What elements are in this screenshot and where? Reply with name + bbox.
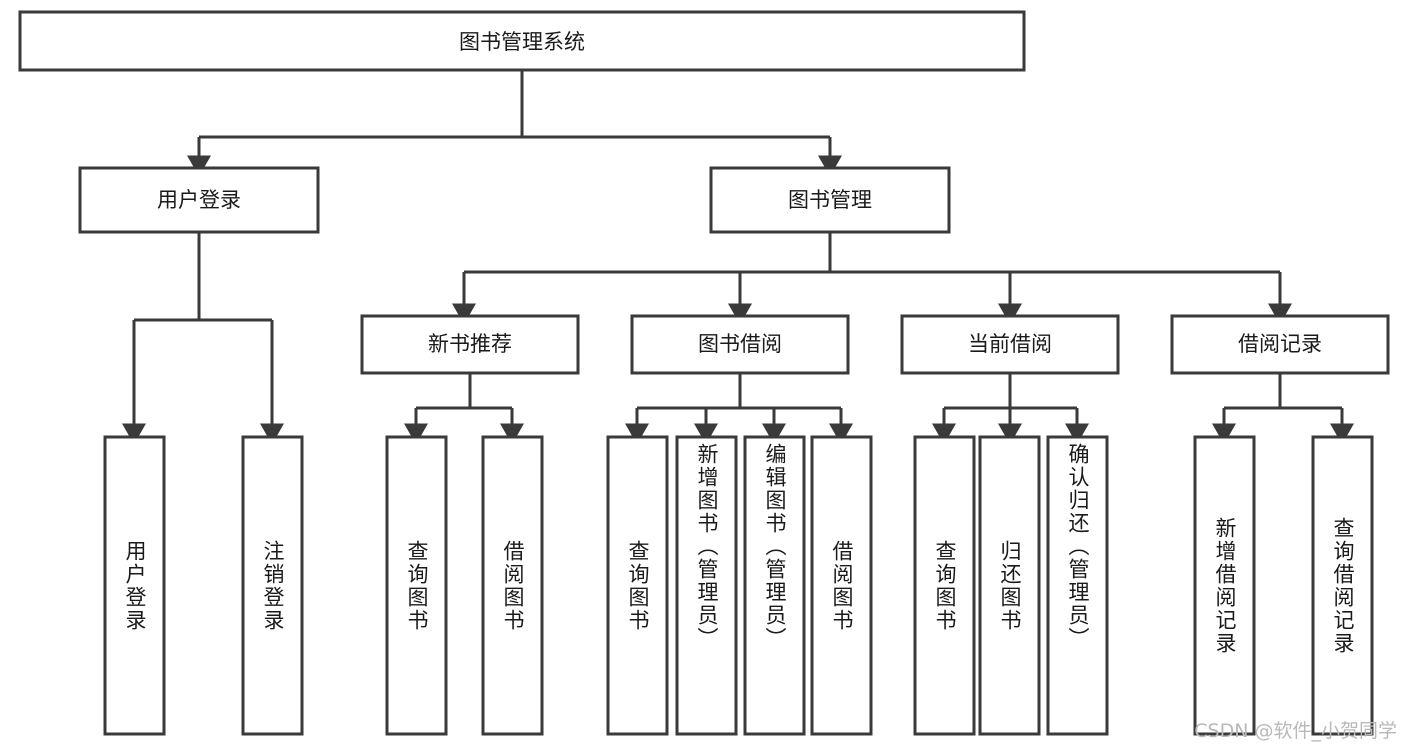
node-new-book-recommend-label: 新书推荐 — [428, 332, 512, 356]
leaf-box-user-login-2[interactable] — [241, 435, 304, 736]
leaf-box-current-borrow-1[interactable] — [913, 435, 976, 736]
node-user-login-label: 用户登录 — [157, 188, 241, 212]
csdn-watermark: CSDN @软件_小贺同学 — [1194, 720, 1397, 742]
node-book-borrow[interactable] — [630, 314, 850, 375]
leaf-box-book-borrow-4[interactable] — [810, 435, 873, 736]
node-current-borrow-label: 当前借阅 — [968, 332, 1052, 356]
node-book-borrow-label: 图书借阅 — [698, 332, 782, 356]
leaf-box-borrow-record-1[interactable] — [1193, 435, 1256, 736]
node-borrow-record[interactable] — [1170, 314, 1390, 375]
node-borrow-record-label: 借阅记录 — [1238, 332, 1322, 356]
leaf-box-current-borrow-2[interactable] — [978, 435, 1041, 736]
leaf-box-book-borrow-1[interactable] — [606, 435, 669, 736]
node-book-manage[interactable] — [709, 166, 951, 234]
leaf-box-current-borrow-3[interactable] — [1046, 435, 1109, 736]
node-root-label: 图书管理系统 — [459, 30, 585, 54]
node-new-book-recommend[interactable] — [360, 314, 580, 375]
node-user-login[interactable] — [78, 166, 320, 234]
leaf-box-new-book-1[interactable] — [385, 435, 448, 736]
leaf-box-book-borrow-2[interactable] — [675, 435, 738, 736]
leaf-box-user-login-1[interactable] — [103, 435, 166, 736]
leaf-box-borrow-record-2[interactable] — [1311, 435, 1374, 736]
node-current-borrow[interactable] — [900, 314, 1120, 375]
leaf-box-new-book-2[interactable] — [481, 435, 544, 736]
node-root[interactable] — [18, 10, 1026, 72]
leaf-box-book-borrow-3[interactable] — [743, 435, 806, 736]
node-book-manage-label: 图书管理 — [788, 188, 872, 212]
